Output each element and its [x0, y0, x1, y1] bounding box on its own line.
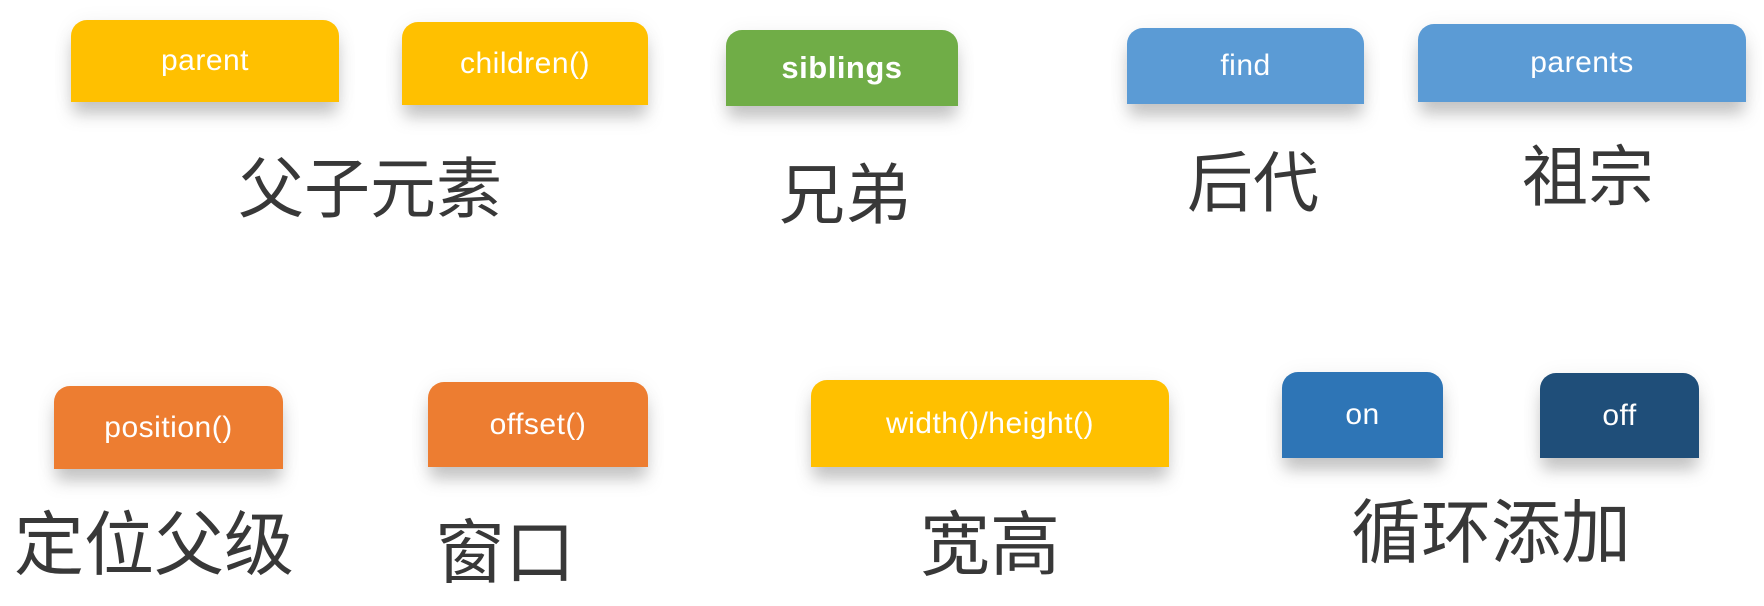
- children-button[interactable]: children(): [402, 22, 648, 105]
- find-button[interactable]: find: [1127, 28, 1364, 104]
- caption-find: 后代: [1187, 148, 1319, 221]
- off-button[interactable]: off: [1540, 373, 1699, 458]
- on-button[interactable]: on: [1282, 372, 1443, 458]
- caption-width-height: 宽高: [920, 508, 1060, 585]
- parents-button[interactable]: parents: [1418, 24, 1746, 102]
- caption-offset: 窗口: [435, 516, 575, 593]
- caption-parents: 祖宗: [1522, 142, 1654, 215]
- parent-button[interactable]: parent: [71, 20, 339, 102]
- siblings-button[interactable]: siblings: [726, 30, 958, 106]
- caption-on-off: 循环添加: [1351, 496, 1631, 573]
- position-button[interactable]: position(): [54, 386, 283, 469]
- caption-parent-children: 父子元素: [238, 154, 502, 227]
- offset-button[interactable]: offset(): [428, 382, 648, 467]
- width-height-button[interactable]: width()/height(): [811, 380, 1169, 467]
- caption-position: 定位父级: [14, 508, 294, 585]
- caption-siblings: 兄弟: [779, 160, 911, 233]
